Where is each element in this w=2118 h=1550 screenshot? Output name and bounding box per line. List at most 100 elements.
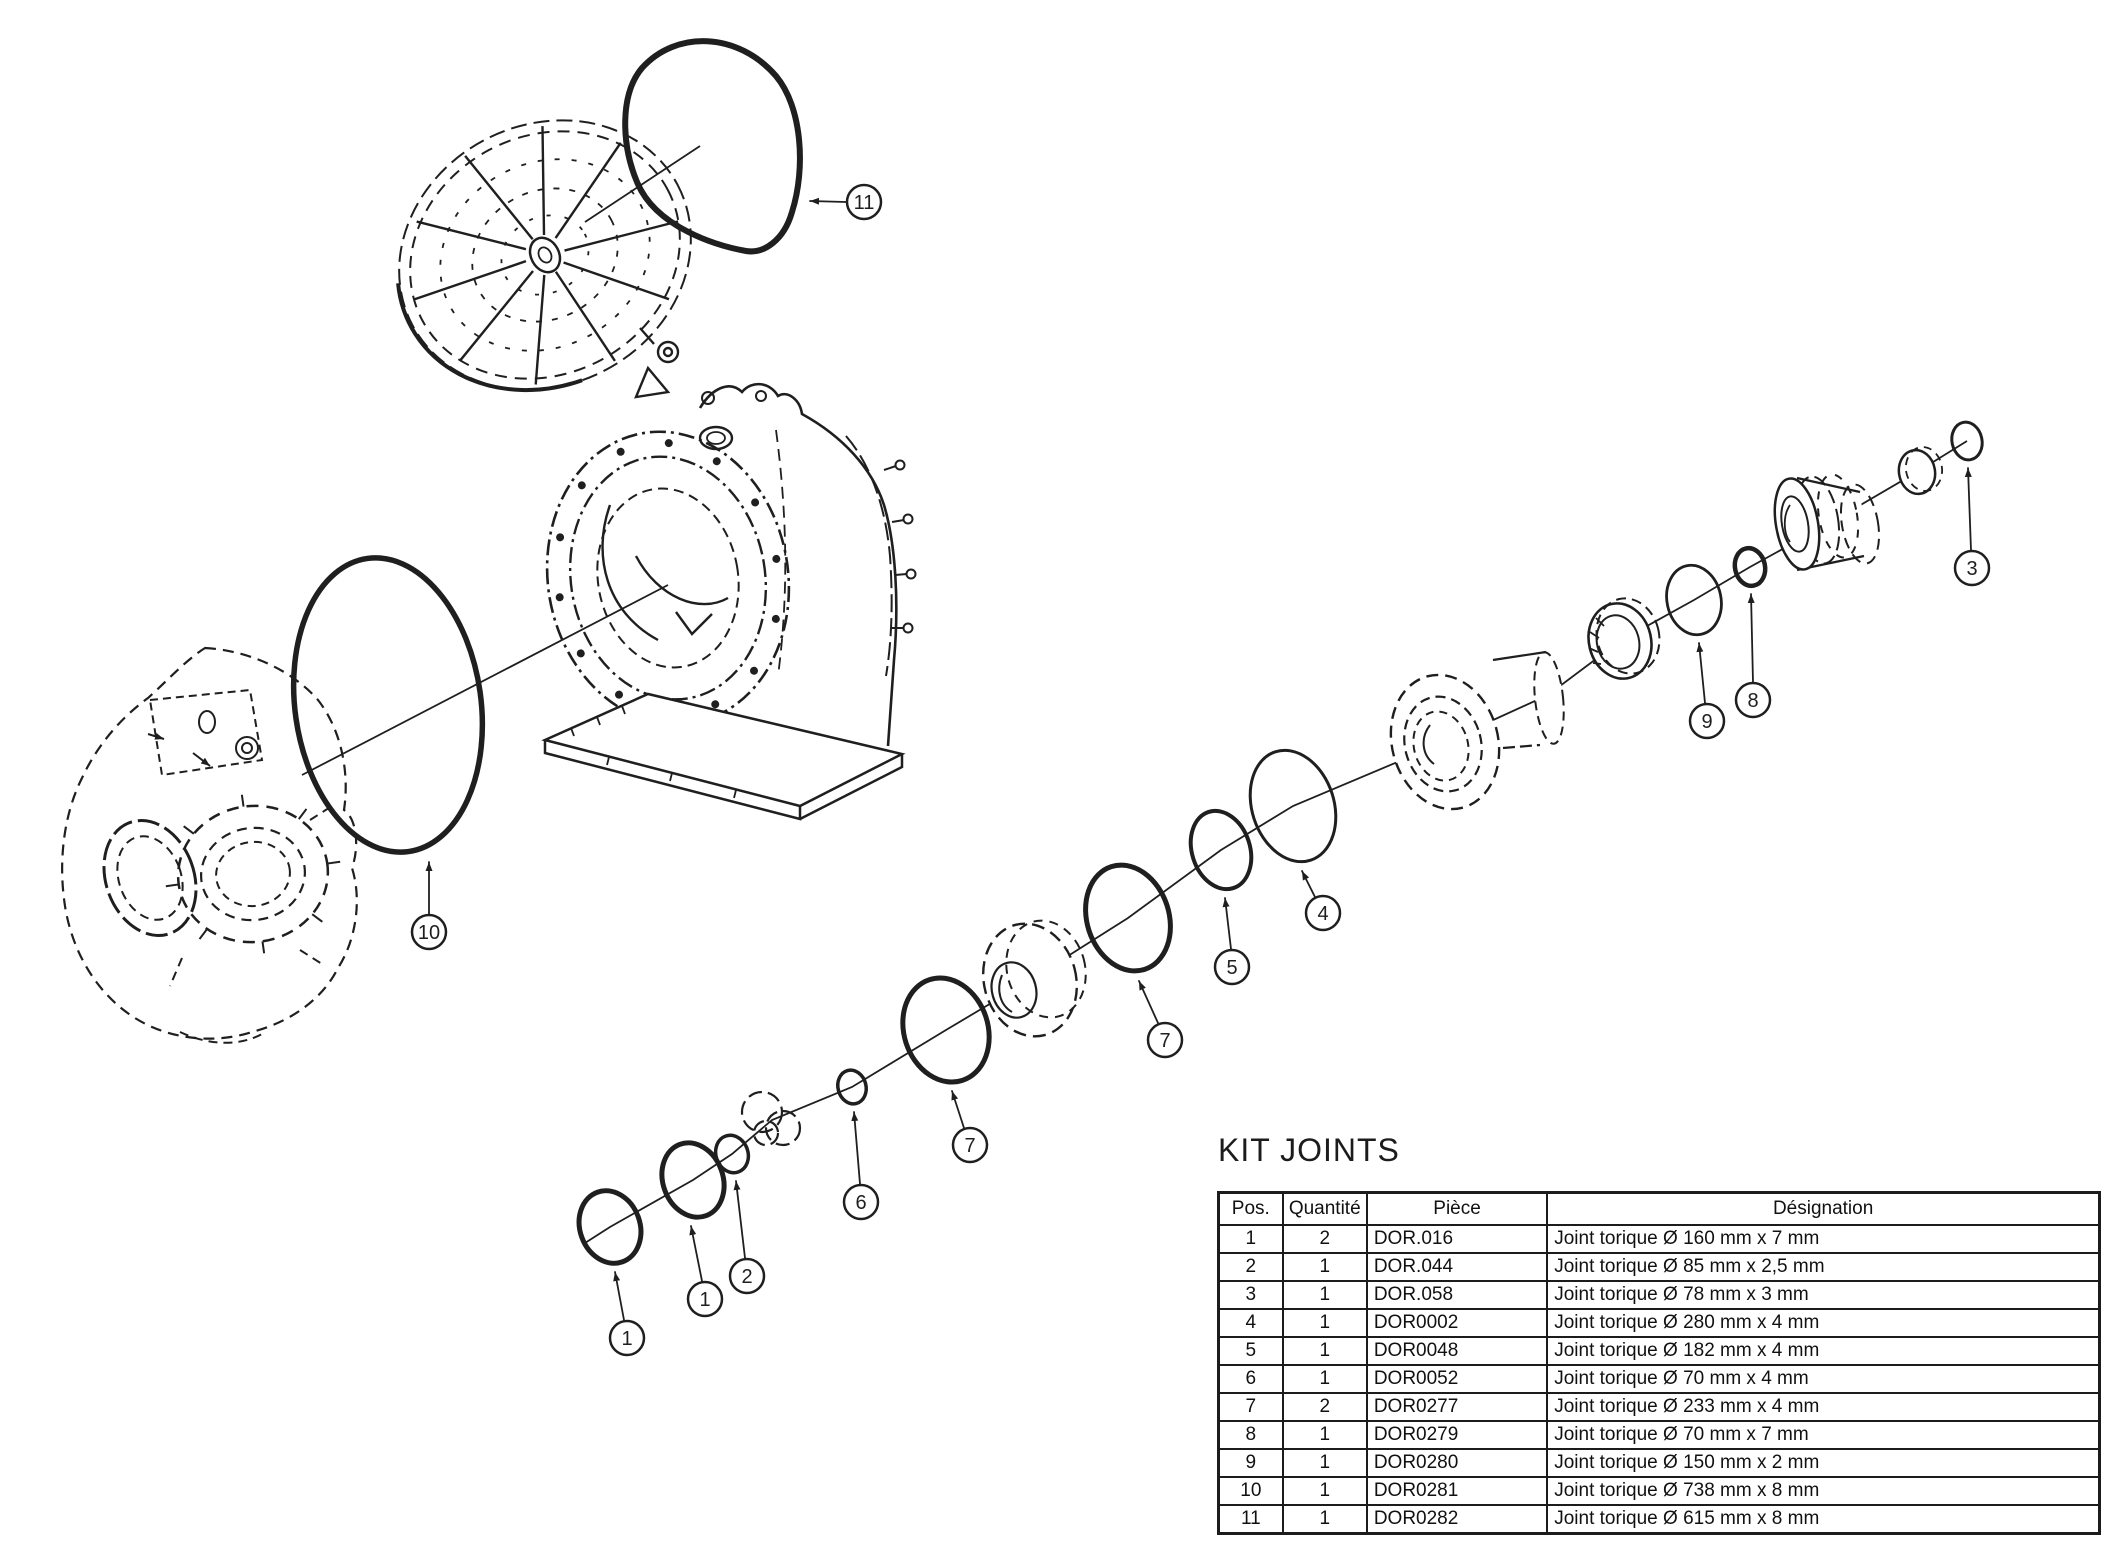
impeller-hint <box>601 504 729 642</box>
svg-text:4: 4 <box>1317 903 1328 925</box>
svg-text:6: 6 <box>855 1192 866 1214</box>
svg-text:3: 3 <box>1966 558 1977 580</box>
cell-qty: 1 <box>1281 1448 1368 1478</box>
callout-7b: 7 <box>1138 980 1184 1059</box>
cell-desig: Joint torique Ø 150 mm x 2 mm <box>1546 1448 2101 1478</box>
svg-text:10: 10 <box>418 922 440 944</box>
svg-text:11: 11 <box>854 192 875 214</box>
table-row: 6 1 DOR0052 Joint torique Ø 70 mm x 4 mm <box>1217 1364 2101 1394</box>
callout-9: 9 <box>1688 642 1726 740</box>
cell-pos: 3 <box>1217 1280 1284 1310</box>
bell-housing-bore-ring <box>102 819 198 937</box>
o-ring-1b <box>659 1140 727 1220</box>
o-ring-3 <box>1950 420 1984 462</box>
cell-pos: 1 <box>1217 1224 1284 1254</box>
o-ring-9 <box>1665 563 1723 637</box>
table-row: 11 1 DOR0282 Joint torique Ø 615 mm x 8 … <box>1217 1504 2101 1535</box>
table-row: 8 1 DOR0279 Joint torique Ø 70 mm x 7 mm <box>1217 1420 2101 1450</box>
cell-pos: 5 <box>1217 1336 1284 1366</box>
bell-housing-bracket <box>147 688 264 777</box>
cell-piece: DOR0052 <box>1365 1364 1549 1394</box>
cell-desig: Joint torique Ø 233 mm x 4 mm <box>1546 1392 2101 1422</box>
cell-desig: Joint torique Ø 738 mm x 8 mm <box>1546 1476 2101 1506</box>
svg-text:5: 5 <box>1226 957 1237 979</box>
housing-rear-flange <box>845 435 893 677</box>
kit-joints-panel: KIT JOINTS Pos. Quantité Pièce Désignati… <box>1217 1132 2103 1535</box>
cell-qty: 1 <box>1281 1252 1368 1282</box>
ear-hole <box>701 391 715 405</box>
svg-text:7: 7 <box>1159 1030 1170 1052</box>
table-row: 1 2 DOR.016 Joint torique Ø 160 mm x 7 m… <box>1217 1224 2101 1254</box>
leader-guard-ring11 <box>584 145 701 223</box>
cell-pos: 11 <box>1217 1504 1284 1535</box>
cylinder-sleeve <box>1492 650 1565 750</box>
svg-text:2: 2 <box>741 1266 752 1288</box>
washer-disc <box>1897 446 1944 496</box>
svg-text:1: 1 <box>621 1328 632 1350</box>
table-row: 3 1 DOR.058 Joint torique Ø 78 mm x 3 mm <box>1217 1280 2101 1310</box>
housing-bore <box>596 487 740 669</box>
table-row: 10 1 DOR0281 Joint torique Ø 738 mm x 8 … <box>1217 1476 2101 1506</box>
guard-hinge <box>634 327 680 399</box>
callout-1a: 1 <box>608 1271 646 1357</box>
bell-housing-flange <box>165 794 341 954</box>
o-ring-8 <box>1732 545 1768 589</box>
table-row: 5 1 DOR0048 Joint torique Ø 182 mm x 4 m… <box>1217 1336 2101 1366</box>
callout-2: 2 <box>728 1180 766 1295</box>
cell-qty: 1 <box>1281 1420 1368 1450</box>
cell-piece: DOR0002 <box>1365 1308 1549 1338</box>
cell-qty: 1 <box>1281 1336 1368 1366</box>
seal-hatch <box>1588 617 1605 665</box>
fan-guard-hub <box>528 236 562 274</box>
o-ring-7a <box>900 975 992 1085</box>
fan-guard-edge <box>396 283 583 393</box>
table-header-row: Pos. Quantité Pièce Désignation <box>1217 1191 2101 1226</box>
o-ring-10 <box>290 555 486 855</box>
bearing-hub <box>1773 473 1881 572</box>
cell-qty: 2 <box>1281 1224 1368 1254</box>
col-header-pos: Pos. <box>1217 1191 1284 1226</box>
housing-outline <box>698 382 898 747</box>
o-ring-5 <box>1188 808 1254 892</box>
callout-7a: 7 <box>951 1090 989 1164</box>
cell-pos: 2 <box>1217 1252 1284 1282</box>
cell-qty: 1 <box>1281 1504 1368 1535</box>
svg-text:1: 1 <box>699 1289 710 1311</box>
callout-3: 3 <box>1953 467 1991 587</box>
seal-ring <box>1587 597 1661 680</box>
svg-text:8: 8 <box>1747 690 1758 712</box>
housing-studs <box>883 459 917 634</box>
coupling-part <box>740 1090 802 1147</box>
callout-11: 11 <box>809 183 883 221</box>
axis-centerline <box>301 145 1968 1244</box>
cell-qty: 1 <box>1281 1364 1368 1394</box>
callout-6: 6 <box>842 1111 880 1221</box>
bell-housing-ribs <box>169 805 333 1044</box>
fan-guard <box>396 119 692 393</box>
o-ring-6 <box>836 1068 868 1106</box>
direction-arrow-icon <box>192 752 211 767</box>
housing-top-port <box>698 425 734 451</box>
callout-4: 4 <box>1301 870 1342 932</box>
cell-desig: Joint torique Ø 615 mm x 8 mm <box>1546 1504 2101 1535</box>
col-header-qty: Quantité <box>1281 1191 1368 1226</box>
hub-pulley <box>981 919 1087 1038</box>
cell-piece: DOR0048 <box>1365 1336 1549 1366</box>
col-header-desig: Désignation <box>1546 1191 2101 1226</box>
bell-housing <box>61 646 358 1044</box>
cell-pos: 10 <box>1217 1476 1284 1506</box>
callout-8: 8 <box>1734 593 1772 719</box>
flange-bolts <box>555 439 781 717</box>
seal-chain <box>576 420 1984 1266</box>
cell-pos: 8 <box>1217 1420 1284 1450</box>
pump-housing <box>541 382 917 821</box>
table-row: 9 1 DOR0280 Joint torique Ø 150 mm x 2 m… <box>1217 1448 2101 1478</box>
cell-desig: Joint torique Ø 70 mm x 4 mm <box>1546 1364 2101 1394</box>
cell-piece: DOR0279 <box>1365 1420 1549 1450</box>
cell-desig: Joint torique Ø 280 mm x 4 mm <box>1546 1308 2101 1338</box>
fan-guard-spokes <box>414 126 679 385</box>
cell-desig: Joint torique Ø 85 mm x 2,5 mm <box>1546 1252 2101 1282</box>
cell-desig: Joint torique Ø 182 mm x 4 mm <box>1546 1336 2101 1366</box>
cell-piece: DOR.058 <box>1365 1280 1549 1310</box>
